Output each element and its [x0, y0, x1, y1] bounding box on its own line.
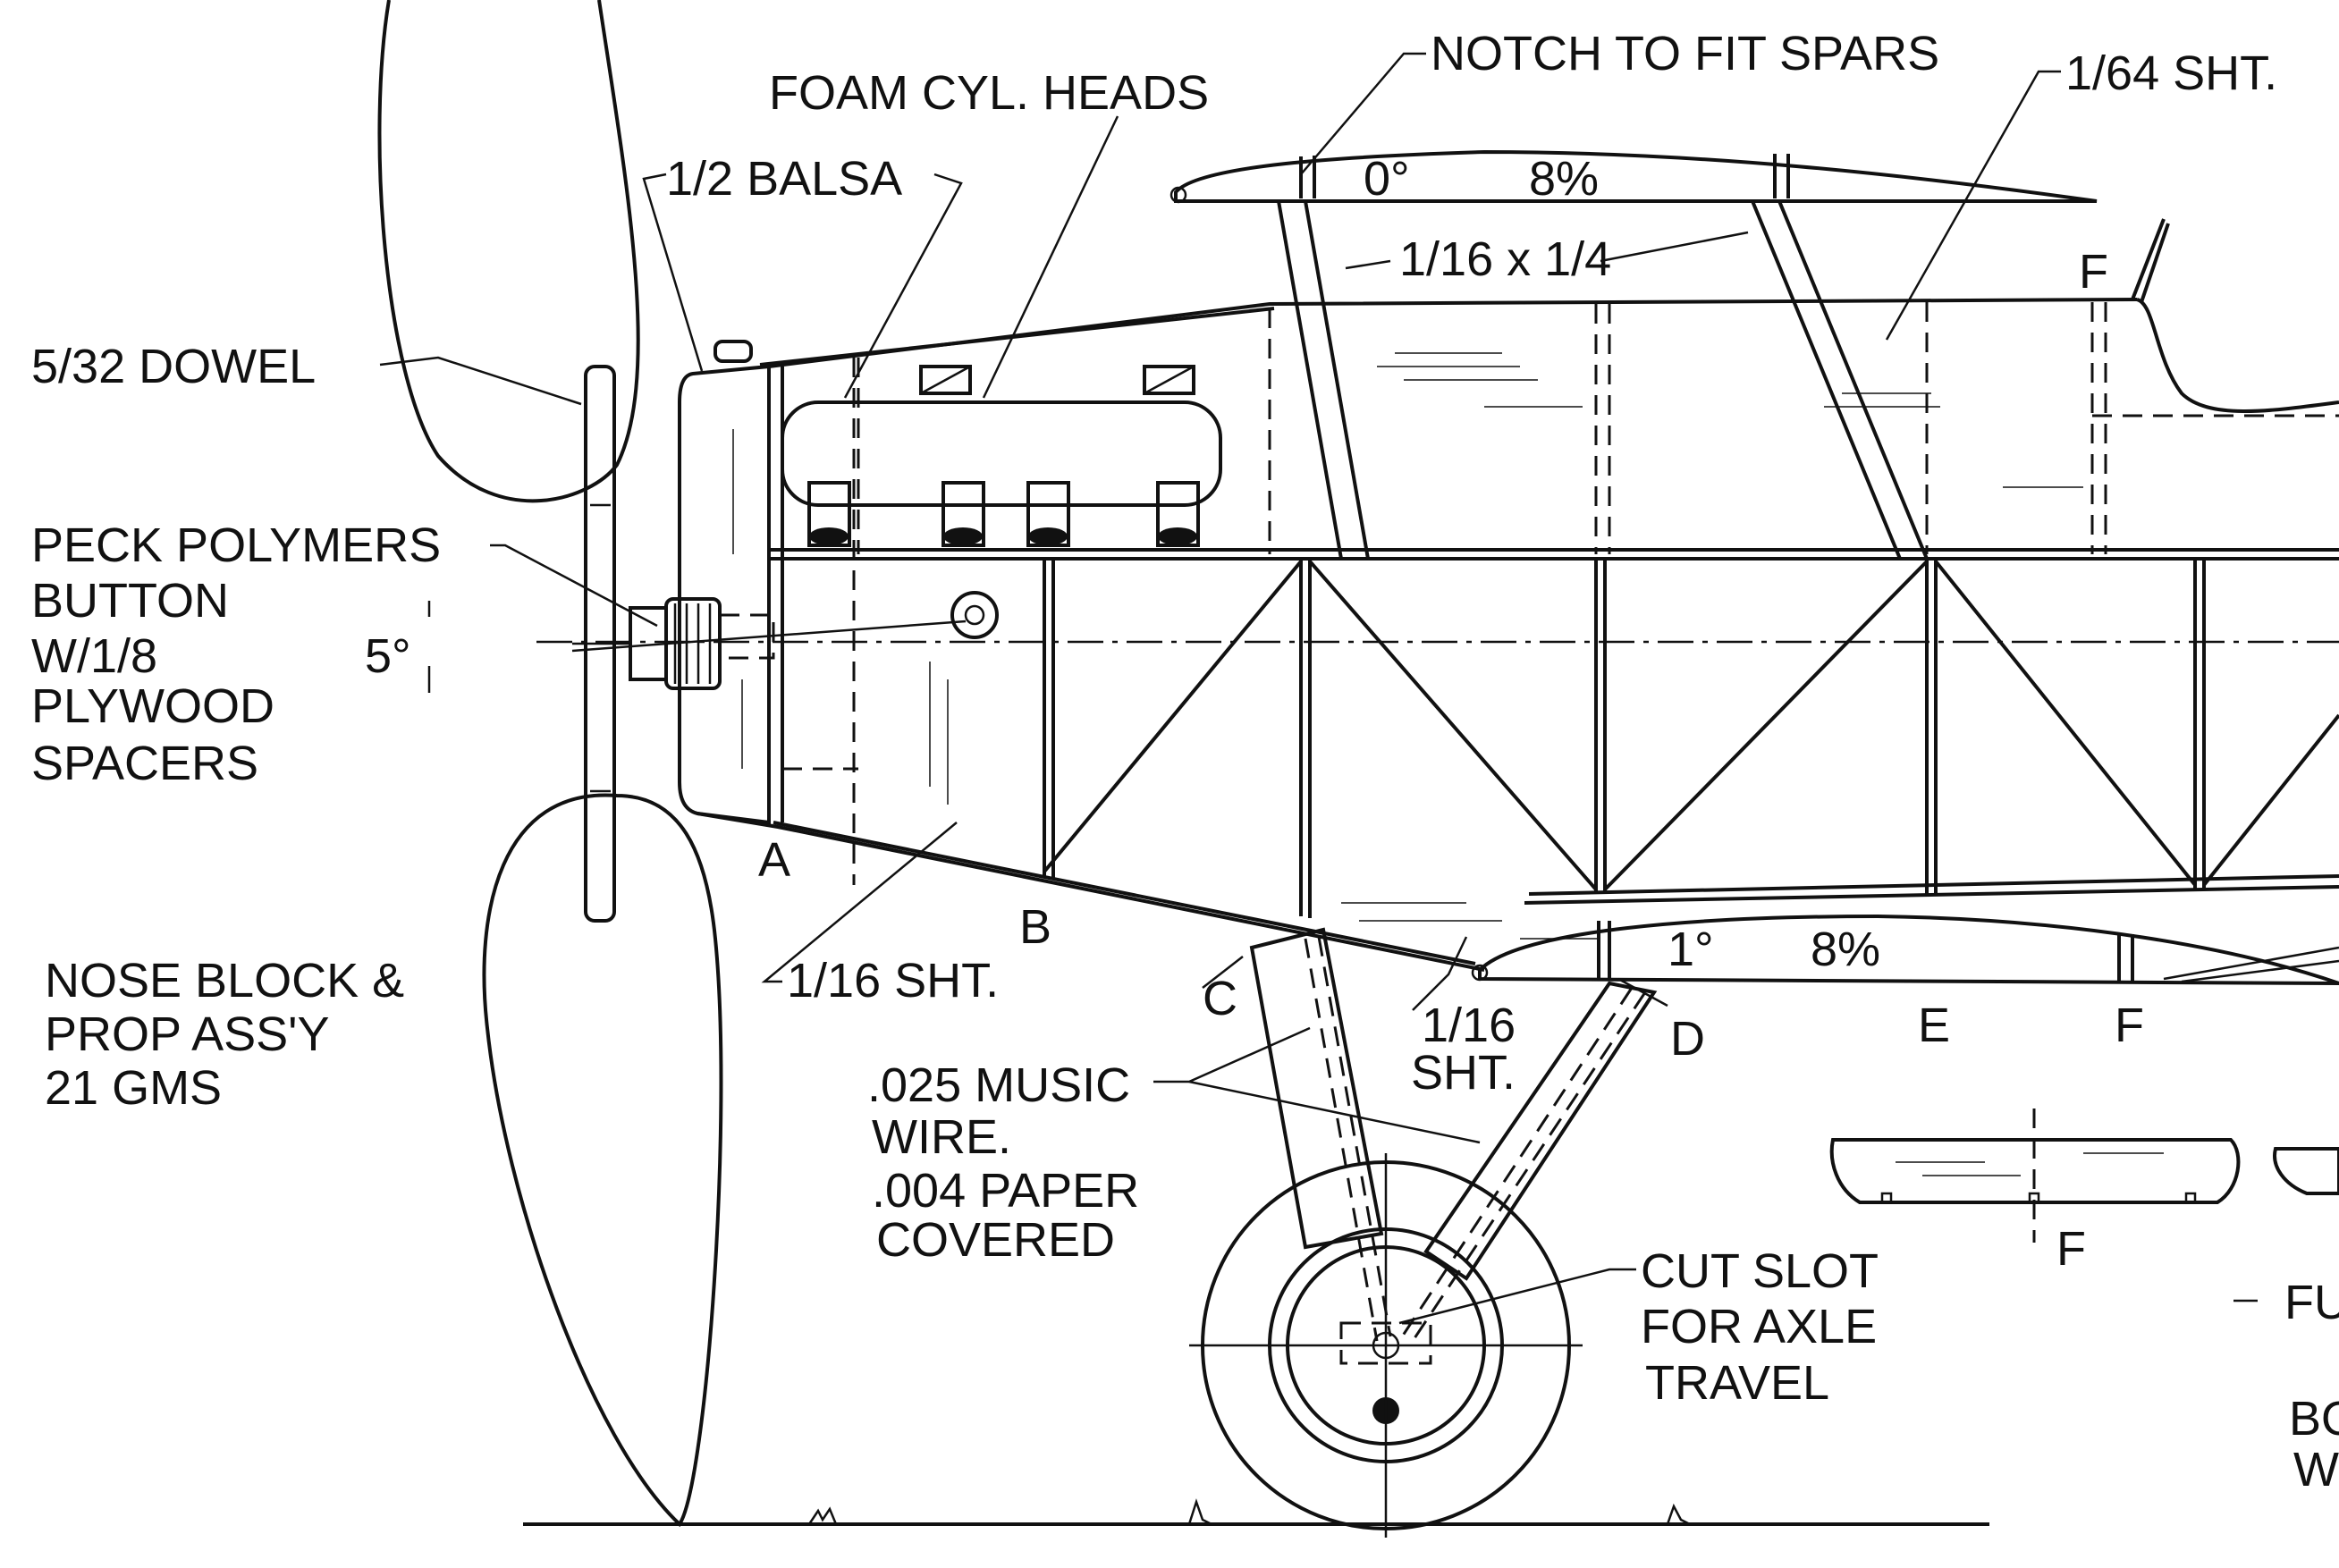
fuselage [536, 218, 2339, 972]
label-cut-slot: CUT SLOT [1641, 1244, 1879, 1298]
label-sht-1-16: 1/16 SHT. [787, 954, 999, 1007]
leader-lines [379, 52, 2258, 1325]
label-station-d: D [1670, 1012, 1705, 1066]
label-travel: TRAVEL [1645, 1356, 1829, 1410]
label-station-b: B [1019, 900, 1051, 954]
label-cut-fu: FU [2284, 1276, 2339, 1329]
dummy-engine [714, 340, 1222, 771]
landing-gear [1189, 927, 1658, 1538]
label-upper-wing-incidence: 0° [1364, 152, 1410, 206]
label-wire: WIRE. [872, 1110, 1011, 1164]
label-thrust-angle: 5° [365, 629, 411, 683]
label-peck-w18: W/1/8 [31, 629, 157, 683]
lower-wing [1471, 914, 2339, 985]
label-lower-sht-1-16-b: SHT. [1411, 1046, 1516, 1100]
label-sht-1-64: 1/64 SHT. [2065, 46, 2277, 100]
label-21-gms: 21 GMS [45, 1061, 222, 1115]
label-dowel-5-32: 5/32 DOWEL [31, 340, 316, 393]
label-music-wire: .025 MUSIC [867, 1058, 1130, 1112]
label-station-f-lower: F [2115, 999, 2144, 1052]
label-lower-wing-incidence: 1° [1668, 923, 1714, 976]
label-balsa-1-2: 1/2 BALSA [666, 152, 902, 206]
label-section-f: F [2056, 1222, 2086, 1276]
label-for-axle: FOR AXLE [1641, 1300, 1877, 1353]
label-f-top: F [2079, 245, 2108, 299]
upper-wing [1170, 149, 2098, 560]
label-nose-block: NOSE BLOCK & [45, 954, 404, 1007]
label-prop-assy: PROP ASS'Y [45, 1007, 329, 1061]
label-peck-polymers: PECK POLYMERS [31, 518, 441, 572]
label-notch-to-fit-spars: NOTCH TO FIT SPARS [1431, 27, 1939, 80]
propeller [377, 0, 723, 1528]
label-strut-1-16-x-1-4: 1/16 x 1/4 [1399, 232, 1611, 286]
label-peck-plywood: PLYWOOD [31, 679, 274, 733]
label-covered: COVERED [876, 1213, 1115, 1267]
label-upper-wing-camber: 8% [1529, 152, 1599, 206]
label-peck-button: BUTTON [31, 574, 229, 628]
label-station-e: E [1918, 999, 1950, 1052]
label-cut-w: W [2293, 1443, 2339, 1496]
label-lower-wing-camber: 8% [1811, 923, 1880, 976]
label-lower-sht-1-16-a: 1/16 [1422, 999, 1516, 1052]
section-view-f [1829, 1109, 2339, 1243]
ground-line [523, 1498, 1989, 1526]
label-foam-cyl-heads: FOAM CYL. HEADS [769, 66, 1209, 120]
label-paper: .004 PAPER [872, 1164, 1139, 1218]
label-peck-spacers: SPACERS [31, 737, 258, 790]
label-cut-bo: BO [2289, 1392, 2339, 1446]
label-station-c: C [1203, 972, 1237, 1025]
label-station-a: A [758, 833, 790, 887]
